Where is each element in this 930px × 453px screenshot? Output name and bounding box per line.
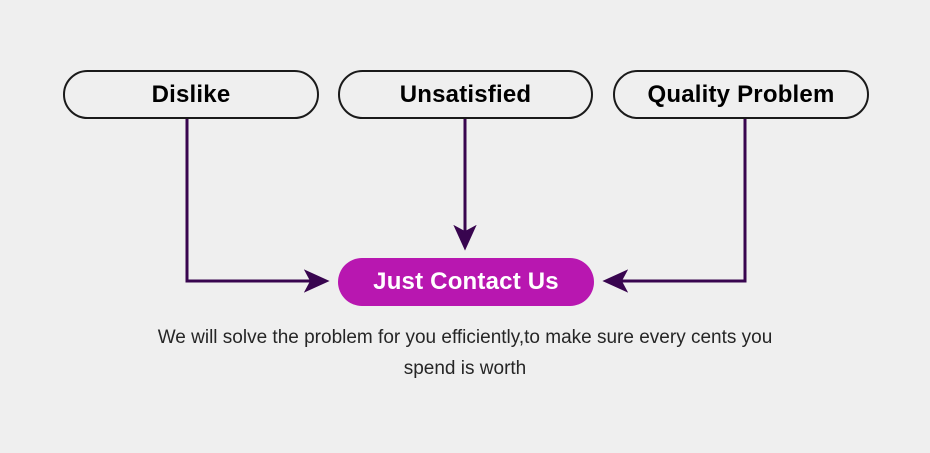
connector-quality-to-contact bbox=[602, 119, 747, 293]
source-node-quality-problem-label: Quality Problem bbox=[647, 80, 835, 108]
source-node-unsatisfied-label: Unsatisfied bbox=[399, 80, 532, 108]
just-contact-us-label: Just Contact Us bbox=[373, 268, 559, 295]
source-node-unsatisfied[interactable]: Unsatisfied bbox=[338, 70, 593, 119]
just-contact-us-button[interactable]: Just Contact Us bbox=[338, 258, 594, 306]
source-node-dislike-label: Dislike bbox=[151, 80, 231, 108]
connector-dislike-to-contact bbox=[185, 119, 330, 293]
caption-text: We will solve the problem for you effici… bbox=[157, 327, 773, 379]
source-node-quality-problem[interactable]: Quality Problem bbox=[613, 70, 869, 119]
source-node-dislike[interactable]: Dislike bbox=[63, 70, 319, 119]
